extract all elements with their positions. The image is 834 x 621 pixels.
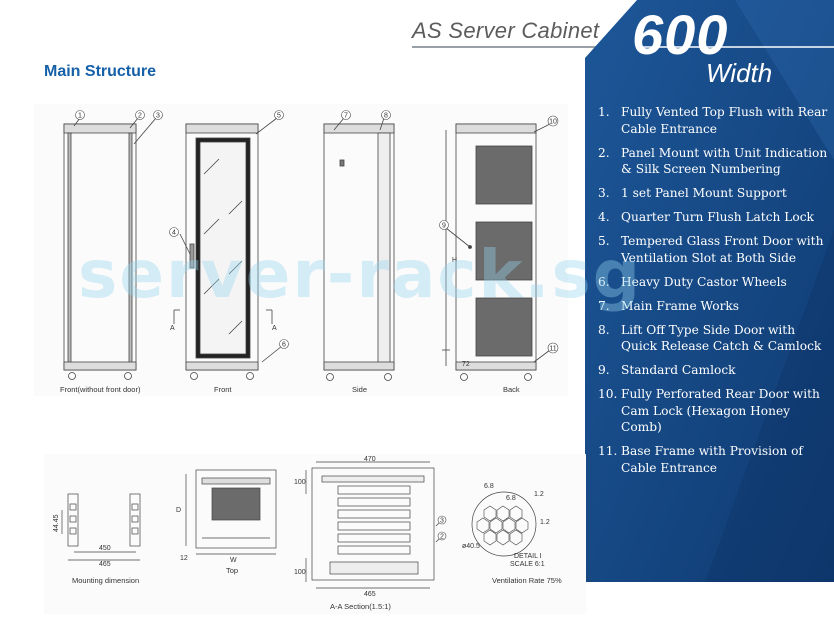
callout-6: 6 (282, 342, 286, 349)
mounting-dim-inner: 450 (99, 545, 111, 552)
product-title: AS Server Cabinet (412, 18, 600, 43)
caption-top: Top (226, 566, 239, 575)
callout-7: 7 (344, 113, 348, 120)
feature-item: 5. Tempered Glass Front Door with Ventila… (598, 233, 828, 266)
section-dim-top: 100 (294, 479, 306, 486)
detail-dim-4: 1.2 (540, 519, 550, 526)
feature-text: Quarter Turn Flush Latch Lock (621, 210, 814, 224)
caption-section: A-A Section(1.5:1) (330, 602, 391, 611)
caption-side: Side (352, 385, 368, 394)
feature-item: 3. 1 set Panel Mount Support (598, 185, 828, 202)
top-offset: 12 (180, 555, 188, 562)
callout-3: 3 (156, 113, 160, 120)
dimension-svg: 44.45 450 465 D W 12 470 465 100 100 3 2… (44, 454, 586, 614)
feature-panel-background (585, 0, 834, 582)
detail-dim-diameter: ø40.5 (462, 543, 480, 550)
section-callout-3: 3 (440, 518, 444, 525)
feature-item: 9. Standard Camlock (598, 362, 828, 379)
section-mark-left: A (170, 325, 175, 332)
feature-item: 11.Base Frame with Provision of Cable En… (598, 443, 828, 476)
feature-item: 2. Panel Mount with Unit Indication & Sil… (598, 145, 828, 178)
feature-item: 8. Lift Off Type Side Door with Quick Rel… (598, 322, 828, 355)
height-dimension: H (452, 257, 457, 264)
callout-2: 2 (138, 113, 142, 120)
callout-1: 1 (78, 113, 82, 120)
feature-number: 3. (598, 186, 610, 200)
feature-item: 1. Fully Vented Top Flush with Rear Cable… (598, 104, 828, 137)
feature-list: 1. Fully Vented Top Flush with Rear Cable… (598, 104, 828, 484)
mounting-dim-outer: 465 (99, 561, 111, 568)
feature-text: 1 set Panel Mount Support (621, 186, 787, 200)
base-dimension: 72 (462, 361, 470, 368)
feature-number: 7. (598, 298, 610, 313)
feature-item: 6. Heavy Duty Castor Wheels (598, 274, 828, 291)
callout-8: 8 (384, 113, 388, 120)
callout-10: 10 (549, 119, 557, 126)
detail-dim-3: 1.2 (534, 491, 544, 498)
section-width-bottom: 465 (364, 591, 376, 598)
feature-number: 4. (598, 210, 610, 224)
feature-text: Base Frame with Provision of Cable Entra… (621, 444, 803, 475)
feature-number: 2. (598, 145, 610, 160)
feature-number: 5. (598, 234, 610, 248)
feature-text: Panel Mount with Unit Indication & Silk … (621, 145, 828, 177)
detail-scale: SCALE 6:1 (510, 561, 545, 568)
caption-mounting: Mounting dimension (72, 576, 140, 585)
caption-front: Front (214, 385, 232, 394)
caption-ventilation-rate: Ventilation Rate 75% (492, 576, 562, 585)
watermark-text: server-rack.sg (78, 236, 643, 313)
structure-drawing: 1 2 3 4 5 6 7 8 9 10 11 A A H 72 Front(w… (34, 104, 568, 396)
feature-number: 1. (598, 105, 610, 119)
size-number: 600 (632, 3, 729, 66)
feature-number: 6. (598, 274, 610, 289)
section-width-top: 470 (364, 456, 376, 463)
feature-text: Main Frame Works (621, 298, 740, 313)
feature-number: 8. (598, 322, 610, 337)
size-label: Width (706, 58, 773, 88)
caption-front-without-door: Front(without front door) (60, 385, 141, 394)
feature-number: 9. (598, 363, 610, 377)
section-mark-right: A (272, 325, 277, 332)
top-depth: D (176, 507, 181, 514)
detail-dim-2: 6.8 (506, 495, 516, 502)
section-callout-2: 2 (440, 534, 444, 541)
dimension-drawing: 44.45 450 465 D W 12 470 465 100 100 3 2… (44, 454, 586, 614)
detail-dim-1: 6.8 (484, 483, 494, 490)
section-heading: Main Structure (44, 63, 157, 80)
feature-text: Heavy Duty Castor Wheels (621, 274, 787, 289)
structure-svg: 1 2 3 4 5 6 7 8 9 10 11 A A H 72 (34, 104, 568, 396)
callout-9: 9 (442, 223, 446, 230)
feature-text: Standard Camlock (621, 363, 736, 377)
detail-title: DETAIL I (514, 553, 542, 560)
feature-text: Lift Off Type Side Door with Quick Relea… (621, 322, 822, 354)
top-width: W (230, 557, 237, 564)
caption-back: Back (503, 385, 520, 394)
callout-4: 4 (172, 230, 176, 237)
callout-11: 11 (549, 346, 556, 353)
structure-callouts: 1 2 3 4 5 6 7 8 9 10 11 (75, 110, 559, 354)
feature-item: 7. Main Frame Works (598, 298, 828, 315)
feature-text: Tempered Glass Front Door with Ventilati… (621, 234, 824, 265)
title-underline (412, 46, 608, 48)
feature-number: 10. (598, 387, 618, 401)
feature-text: Fully Vented Top Flush with Rear Cable E… (621, 105, 828, 136)
hex-pattern (476, 505, 529, 546)
callout-5: 5 (277, 113, 281, 120)
feature-item: 10.Fully Perforated Rear Door with Cam L… (598, 386, 828, 436)
feature-number: 11. (598, 444, 618, 458)
mounting-dim-pitch: 44.45 (53, 514, 60, 532)
section-dim-bottom: 100 (294, 569, 306, 576)
feature-text: Fully Perforated Rear Door with Cam Lock… (621, 387, 820, 434)
feature-item: 4. Quarter Turn Flush Latch Lock (598, 209, 828, 226)
